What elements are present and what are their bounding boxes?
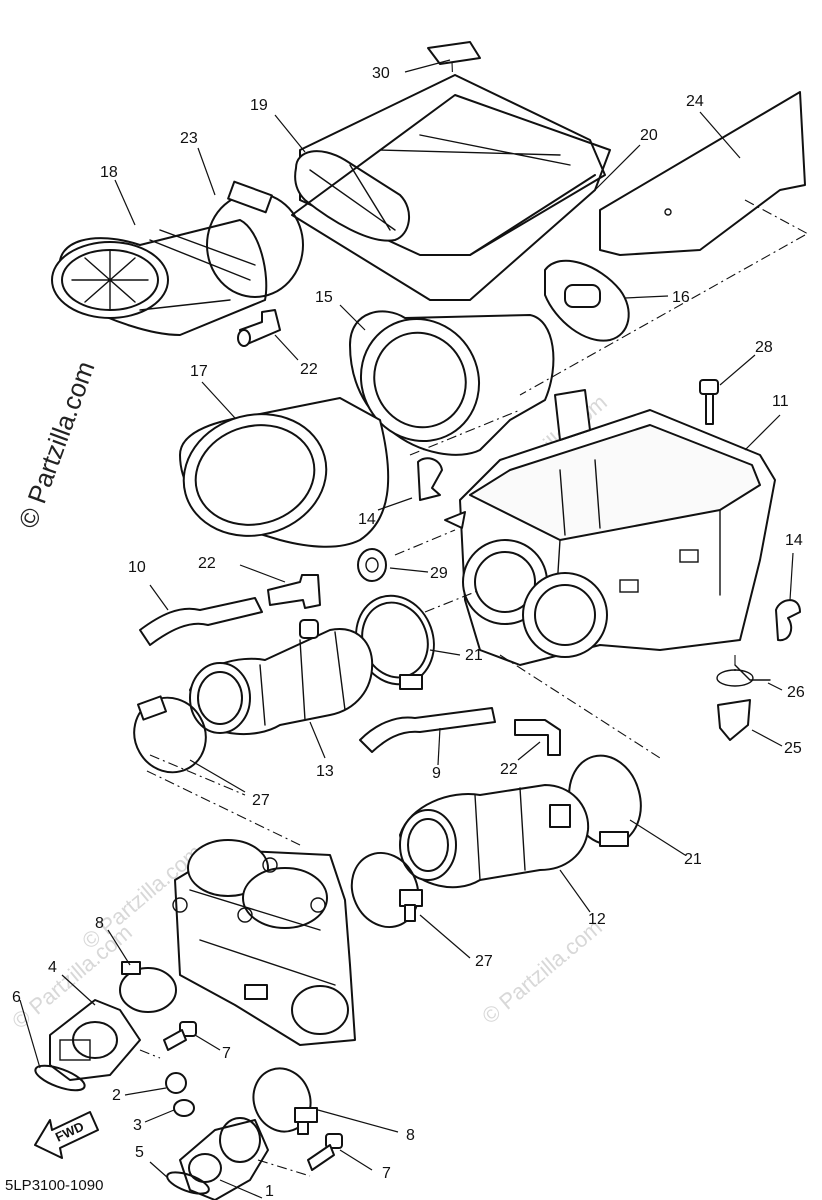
part-10-hose xyxy=(139,597,263,646)
callout-16: 16 xyxy=(672,289,690,306)
callout-26: 26 xyxy=(787,684,805,701)
callout-22b: 22 xyxy=(198,555,216,572)
part-23-clamp xyxy=(206,180,304,298)
part-7-bolt-lower xyxy=(307,1133,343,1171)
part-30-label xyxy=(427,41,481,65)
callout-2: 2 xyxy=(112,1087,121,1104)
callout-27b: 27 xyxy=(475,953,493,970)
callout-30: 30 xyxy=(372,65,390,82)
part-15-filter-element xyxy=(349,310,555,456)
callout-14b: 14 xyxy=(785,532,803,549)
callout-22c: 22 xyxy=(500,761,518,778)
callout-17: 17 xyxy=(190,363,208,380)
callout-28: 28 xyxy=(755,339,773,356)
part-13-joint xyxy=(189,619,374,736)
part-3-washer xyxy=(173,1099,195,1117)
callout-25: 25 xyxy=(784,740,802,757)
callout-23: 23 xyxy=(180,130,198,147)
carburetor-assembly xyxy=(172,839,356,1046)
part-28-screw xyxy=(699,379,719,425)
watermark-side: © Partzilla.com xyxy=(12,357,100,532)
part-7-bolt-upper xyxy=(163,1021,197,1051)
part-11-air-box xyxy=(459,389,776,666)
callout-4: 4 xyxy=(48,959,57,976)
part-29-grommet xyxy=(357,548,387,582)
part-22-elbow xyxy=(237,309,281,347)
callout-22: 22 xyxy=(300,361,318,378)
part-17-foam-element xyxy=(179,397,390,548)
part-24-cover-plate xyxy=(599,91,806,256)
part-1-manifold xyxy=(179,1117,269,1200)
part-8-clamp-upper xyxy=(119,961,177,1013)
part-5-oring xyxy=(166,1171,210,1195)
part-22-elbow-low xyxy=(514,719,561,756)
part-14-clip xyxy=(417,457,443,501)
callout-19: 19 xyxy=(250,97,268,114)
callout-8b: 8 xyxy=(406,1127,415,1144)
callout-12: 12 xyxy=(588,911,606,928)
callout-20: 20 xyxy=(640,127,658,144)
part-22-elbow-mid xyxy=(267,574,321,609)
callout-21b: 21 xyxy=(684,851,702,868)
callout-8: 8 xyxy=(95,915,104,932)
watermark: © Partzilla.com xyxy=(477,914,607,1028)
callout-5: 5 xyxy=(135,1144,144,1161)
diagram-code: 5LP3100-1090 xyxy=(5,1177,103,1194)
callout-13: 13 xyxy=(316,763,334,780)
part-25-drain xyxy=(717,699,751,741)
callout-29: 29 xyxy=(430,565,448,582)
callout-24: 24 xyxy=(686,93,704,110)
callout-21: 21 xyxy=(465,647,483,664)
callout-group: 30 19 24 23 20 18 16 15 22 28 17 11 14 2… xyxy=(12,65,805,1200)
callout-10: 10 xyxy=(128,559,146,576)
callout-27: 27 xyxy=(252,792,270,809)
part-27-clamp-low xyxy=(350,852,423,928)
callout-15: 15 xyxy=(315,289,333,306)
part-19-filter-cover xyxy=(294,74,606,256)
part-27-clamp-top xyxy=(133,695,207,774)
callout-9: 9 xyxy=(432,765,441,782)
part-4-manifold xyxy=(49,999,141,1081)
callout-1: 1 xyxy=(265,1183,274,1200)
callout-7: 7 xyxy=(222,1045,231,1062)
part-18-intake-duct xyxy=(51,219,268,336)
fwd-arrow-icon: FWD xyxy=(34,1111,99,1159)
part-14-clip-right xyxy=(775,599,801,642)
callout-3: 3 xyxy=(133,1117,142,1134)
part-8-clamp-lower xyxy=(252,1067,318,1135)
part-26-pin xyxy=(716,664,771,687)
part-6-oring xyxy=(34,1064,86,1092)
callout-14: 14 xyxy=(358,511,376,528)
callout-11: 11 xyxy=(772,393,789,410)
part-2-nut xyxy=(165,1072,187,1094)
part-16-grommet xyxy=(544,259,630,342)
callout-7b: 7 xyxy=(382,1165,391,1182)
callout-6: 6 xyxy=(12,989,21,1006)
part-9-hose xyxy=(359,707,496,753)
callout-18: 18 xyxy=(100,164,118,181)
part-12-joint xyxy=(399,784,590,889)
